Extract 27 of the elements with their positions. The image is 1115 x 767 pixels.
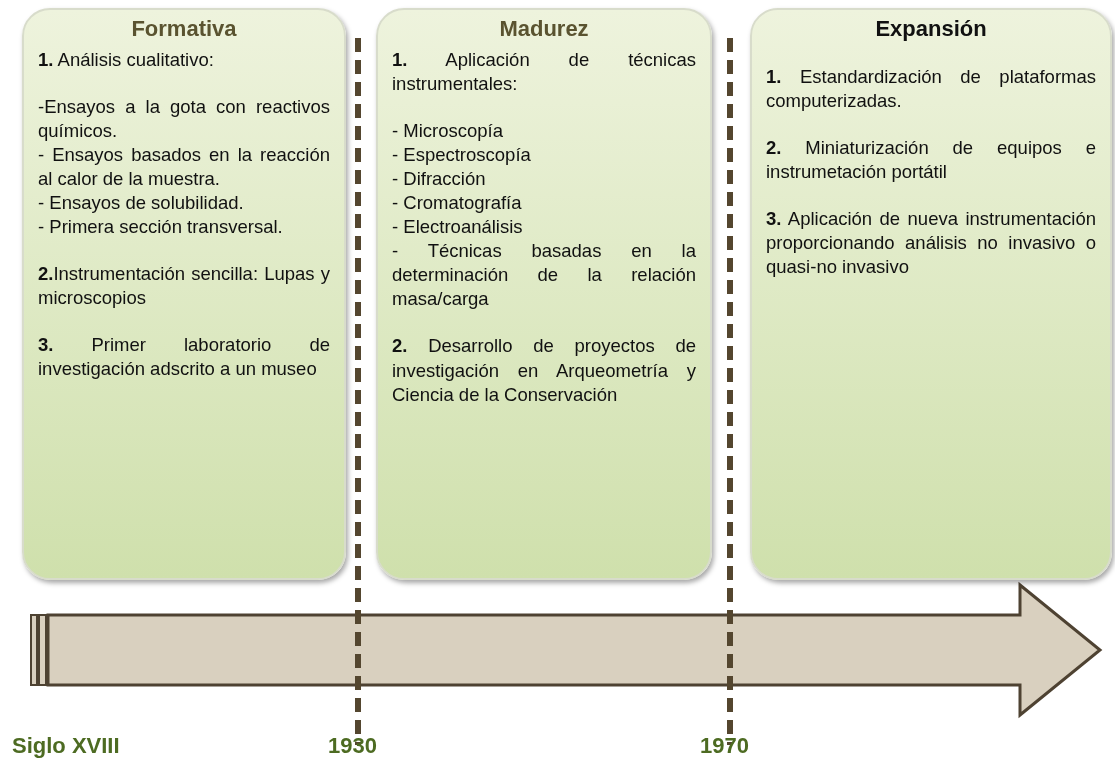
body-text: 3. Primer laboratorio de investigación adscrito a un museo bbox=[38, 333, 330, 382]
body-text: - Ensayos de solubilidad. bbox=[38, 191, 245, 216]
timeline-date: 1970 bbox=[700, 733, 749, 759]
body-text: - Difracción bbox=[392, 167, 487, 192]
body-text: - Espectroscopía bbox=[392, 143, 532, 168]
body-text: - Cromatografía bbox=[392, 191, 523, 216]
timeline-date: 1930 bbox=[328, 733, 377, 759]
body-text: - Primera sección transversal. bbox=[38, 215, 284, 240]
body-text: 1. Estandardización de plataformas computerizadas. bbox=[766, 65, 1096, 114]
phase-heading: Expansión bbox=[874, 16, 988, 42]
body-text: 3. Aplicación de nueva instrumentación proporcionando análisis no invasivo o quasi-no invasivo bbox=[766, 207, 1096, 280]
body-text: - Técnicas basadas en la determinación de la relación masa/carga bbox=[392, 239, 696, 312]
body-text: - Ensayos basados en la reacción al calor de la muestra. bbox=[38, 143, 330, 192]
body-text: 2.Instrumentación sencilla: Lupas y microscopios bbox=[38, 262, 330, 311]
body-text: - Microscopía bbox=[392, 119, 505, 144]
phase-card bbox=[750, 8, 1112, 580]
body-text: 2. Desarrollo de proyectos de investigación en Arqueometría y Ciencia de la Conservación bbox=[392, 334, 696, 407]
phase-heading: Formativa bbox=[130, 16, 238, 42]
body-text: - Electroanálisis bbox=[392, 215, 524, 240]
phase-card bbox=[22, 8, 346, 580]
body-text: 2. Miniaturización de equipos e instrumetación portátil bbox=[766, 136, 1096, 185]
body-text: 1. Aplicación de técnicas instrumentales: bbox=[392, 48, 696, 97]
body-text: -Ensayos a la gota con reactivos químicos. bbox=[38, 95, 330, 144]
phase-heading: Madurez bbox=[498, 16, 590, 42]
timeline-date: Siglo XVIII bbox=[12, 733, 120, 759]
body-text: 1. Análisis cualitativo: bbox=[38, 48, 215, 72]
phase-card bbox=[376, 8, 712, 580]
